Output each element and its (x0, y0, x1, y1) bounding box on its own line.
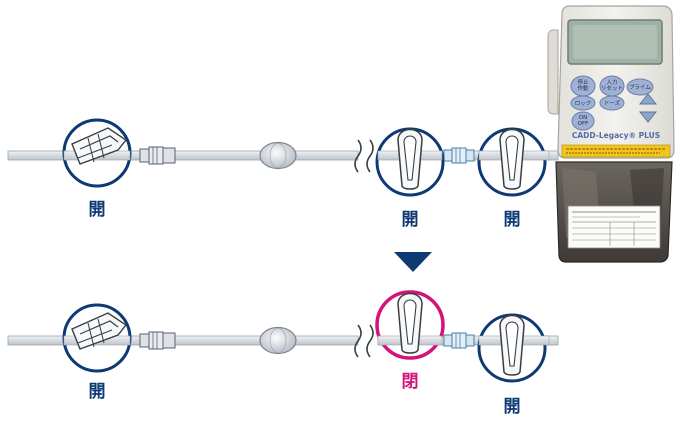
down-arrow-icon (394, 252, 432, 272)
tube-line-top (7, 139, 559, 173)
label-open-clamp2-top: 開 (401, 210, 419, 230)
break-mark (354, 139, 362, 173)
tube-segment (7, 335, 359, 346)
pump-warning-strip (561, 144, 671, 158)
pump-button-prime-label: プライム (629, 84, 651, 91)
filter-disc (259, 141, 297, 170)
pump-button-prime (626, 78, 654, 96)
label-open-clamp1-bottom: 開 (88, 382, 106, 402)
cassette-label (567, 205, 661, 249)
pump-brand: CADD-Legacy® PLUS (572, 131, 660, 140)
label-open-clamp3-top: 開 (503, 210, 521, 230)
tube-segment (7, 150, 359, 161)
pump-arrow-down-icon (638, 111, 658, 123)
clamp-slide-open-top (62, 118, 132, 188)
pump-button-input-label: 入力リセット (601, 78, 623, 92)
label-open-clamp3-bottom: 開 (503, 397, 521, 417)
clamp-slide-open-bottom (62, 303, 132, 373)
clamp-pinch-open-top (375, 127, 445, 197)
luer-connector (139, 331, 176, 350)
filter-disc (259, 326, 297, 355)
pump-button-lock (570, 95, 596, 111)
luer-connector (139, 146, 176, 165)
small-connector (443, 147, 475, 164)
pump-button-dose-label: ドーズ (604, 99, 621, 107)
tube-line-bottom (7, 324, 559, 358)
clamp-pinch-open-pump-bottom (477, 313, 550, 383)
pump-button-dose (599, 95, 625, 111)
pump-button-lock-label: ロック (575, 100, 592, 107)
pump-cassette (555, 161, 673, 263)
label-closed-clamp2-bottom: 閉 (401, 372, 419, 392)
break-mark (354, 324, 362, 358)
break-mark (366, 324, 374, 358)
pump-arrow-up-icon (638, 93, 658, 105)
clamp-pinch-open-pump-top (477, 127, 550, 197)
pump-button-onoff (571, 111, 595, 131)
small-connector (443, 332, 475, 349)
break-mark (366, 139, 374, 173)
label-open-clamp1-top: 開 (88, 200, 106, 220)
clamp-pinch-closed-bottom (375, 290, 445, 360)
pump-button-stop-start-label: 停止作動 (577, 78, 589, 92)
